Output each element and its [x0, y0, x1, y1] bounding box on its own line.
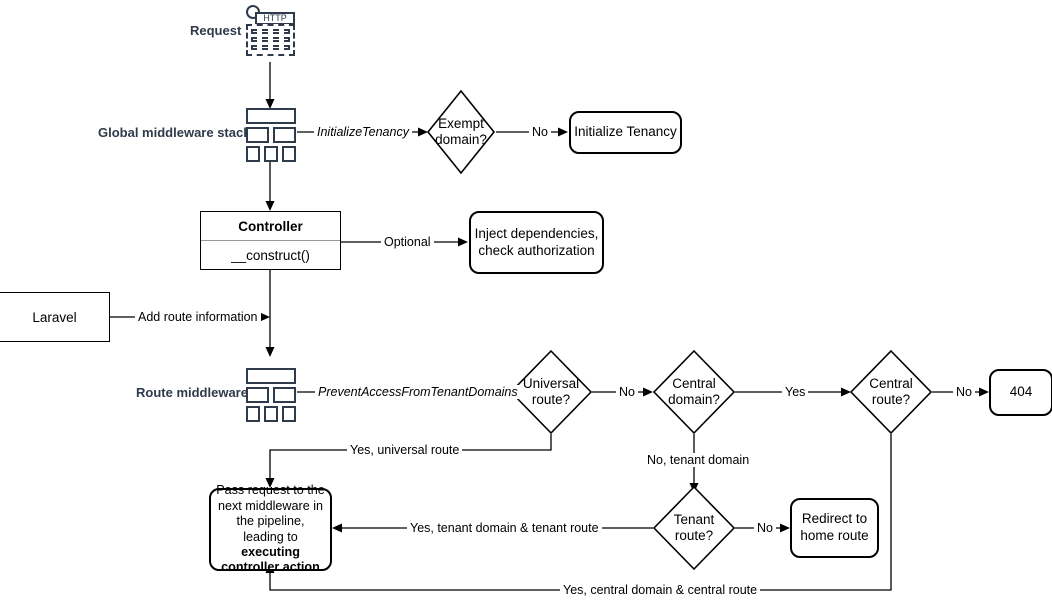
stack-cell	[246, 387, 269, 403]
node-initialize-tenancy[interactable]: Initialize Tenancy	[569, 111, 682, 154]
decision-line-2: route?	[674, 528, 714, 543]
edge-label-universal-no: No	[616, 385, 638, 399]
stack-cell	[246, 146, 260, 162]
stack-cell	[273, 127, 296, 143]
pass-request-emphasis: executing controller action	[221, 544, 320, 575]
stack-cell	[246, 108, 296, 124]
stack-cell	[264, 406, 278, 422]
request-payload-line	[251, 29, 290, 34]
stack-cell	[282, 406, 296, 422]
stack-row	[246, 406, 296, 422]
label-request: Request	[190, 23, 242, 38]
decision-central-domain[interactable]: Central domain?	[652, 349, 736, 435]
stack-row	[246, 368, 296, 384]
stack-row	[246, 108, 296, 124]
redirect-line-1: Redirect to	[801, 511, 868, 527]
decision-central-route[interactable]: Central route?	[849, 349, 933, 435]
decision-tenant-route[interactable]: Tenant route?	[652, 485, 736, 571]
stack-cell	[264, 146, 278, 162]
inject-line-1: Inject dependencies,	[474, 225, 599, 241]
http-request-icon: HTTP	[246, 5, 295, 61]
controller-title: Controller	[201, 212, 340, 241]
decision-line-1: Universal	[522, 376, 580, 392]
edge-label-add-route-information: Add route information	[135, 310, 261, 324]
inject-dependencies-text: Inject dependencies, check authorization	[475, 226, 599, 260]
stack-cell	[282, 146, 296, 162]
decision-exempt-domain-text: Exempt domain?	[427, 90, 495, 174]
decision-line-1: Tenant	[673, 512, 715, 528]
edge-label-yes-tenant-domain-tenant-route: Yes, tenant domain & tenant route	[407, 521, 602, 535]
redirect-home-text: Redirect to home route	[800, 511, 868, 545]
decision-line-2: domain?	[435, 132, 487, 147]
request-payload-line	[251, 37, 290, 42]
decision-central-domain-text: Central domain?	[653, 350, 735, 434]
request-payload-line	[251, 45, 290, 50]
decision-line-1: Central	[672, 376, 716, 392]
edge-label-yes-universal-route: Yes, universal route	[347, 443, 463, 457]
edge-label-yes-central-domain-central-route: Yes, central domain & central route	[560, 583, 761, 597]
node-404[interactable]: 404	[989, 369, 1052, 416]
edge-label-central-route-no: No	[953, 385, 975, 399]
stack-row	[246, 127, 296, 143]
decision-universal-route-text: Universal route?	[510, 350, 592, 434]
redirect-line-2: home route	[800, 528, 869, 543]
decision-universal-route[interactable]: Universal route?	[509, 349, 593, 435]
edge-label-no-tenant-domain: No, tenant domain	[644, 453, 753, 467]
decision-line-1: Exempt	[438, 116, 484, 132]
decision-line-2: route?	[531, 392, 571, 407]
middleware-stack-icon-route	[246, 368, 296, 425]
decision-line-1: Central	[869, 376, 913, 392]
inject-line-2: check authorization	[478, 242, 595, 258]
edge-label-prevent-access: PreventAccessFromTenantDomains	[315, 385, 521, 399]
decision-line-2: route?	[871, 392, 911, 407]
stack-cell	[246, 406, 260, 422]
stack-cell	[273, 387, 296, 403]
label-route-middleware: Route middleware	[136, 385, 248, 400]
stack-cell	[246, 368, 296, 384]
middleware-stack-icon-global	[246, 108, 296, 165]
pass-request-text: Pass request to the next middleware in t…	[216, 483, 325, 575]
node-laravel[interactable]: Laravel	[0, 292, 110, 342]
edge-label-initialize-tenancy: InitializeTenancy	[314, 125, 412, 139]
controller-method: __construct()	[231, 247, 310, 263]
request-payload-icon	[246, 24, 295, 56]
node-inject-dependencies[interactable]: Inject dependencies, check authorization	[469, 211, 604, 274]
decision-exempt-domain[interactable]: Exempt domain?	[426, 89, 496, 175]
edge-label-tenant-route-no: No	[754, 521, 776, 535]
decision-tenant-route-text: Tenant route?	[653, 486, 735, 570]
node-controller[interactable]: Controller __construct()	[200, 211, 341, 270]
label-global-middleware-stack: Global middleware stack	[98, 125, 251, 140]
node-redirect-home-route[interactable]: Redirect to home route	[790, 498, 879, 558]
edge-label-central-domain-yes: Yes	[782, 385, 809, 399]
stack-row	[246, 146, 296, 162]
node-pass-request[interactable]: Pass request to the next middleware in t…	[209, 483, 332, 574]
pass-request-plain: Pass request to the next middleware in t…	[216, 483, 325, 544]
stack-cell	[246, 127, 269, 143]
edge-label-optional: Optional	[381, 235, 434, 249]
decision-central-route-text: Central route?	[850, 350, 932, 434]
decision-line-2: domain?	[668, 392, 720, 407]
edge-label-exempt-no: No	[529, 125, 551, 139]
stack-row	[246, 387, 296, 403]
